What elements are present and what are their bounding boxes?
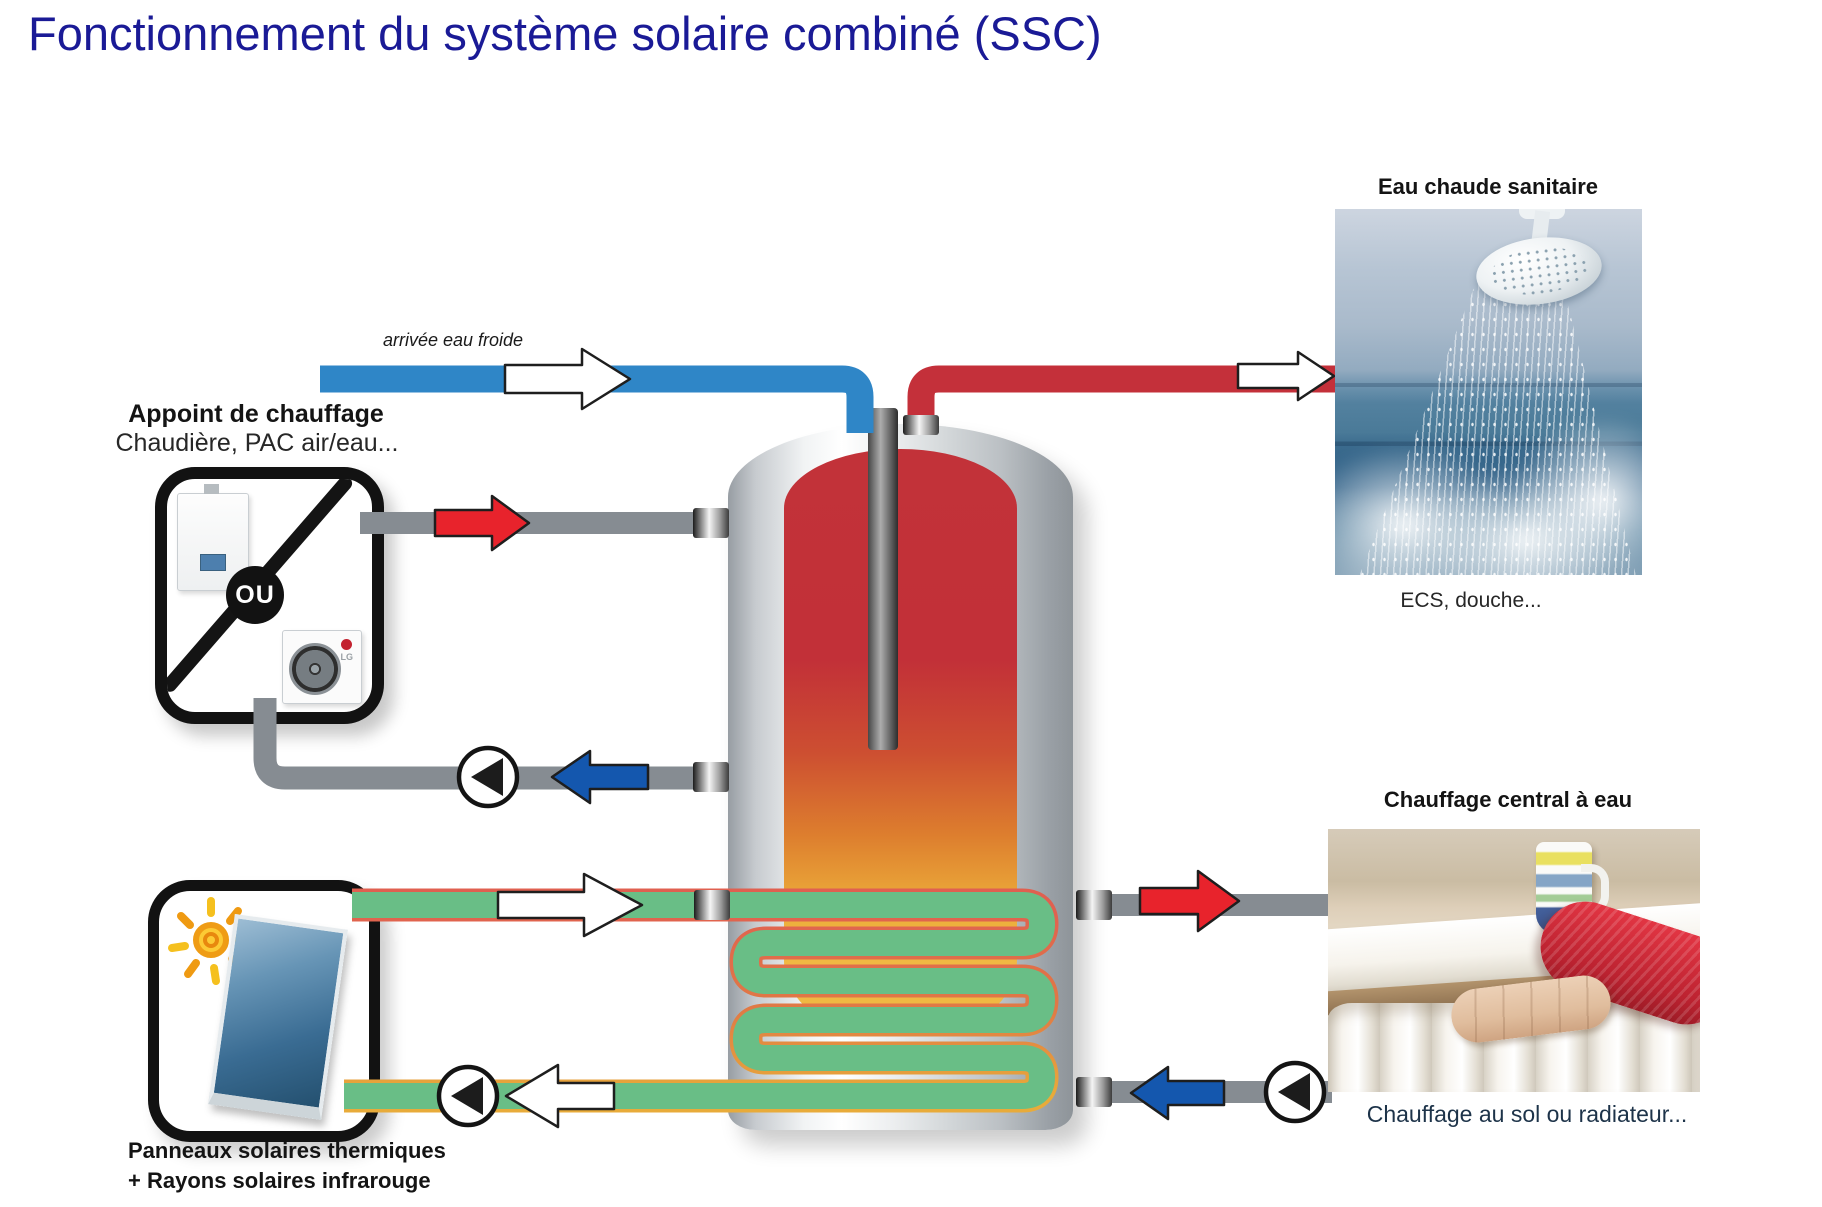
boiler-pump-icon xyxy=(456,745,520,809)
hot-water-collar xyxy=(903,415,939,435)
solar-pump-icon xyxy=(436,1064,500,1128)
solar-label-line2: + Rayons solaires infrarouge xyxy=(128,1168,431,1193)
or-badge: OU xyxy=(226,566,284,624)
heating-return-flow-arrow-icon xyxy=(1129,1065,1226,1121)
aux-heating-box: LG OU xyxy=(155,467,384,724)
dhw-flow-arrow-icon xyxy=(1236,350,1336,402)
lg-logo-text: LG xyxy=(340,652,354,662)
lg-logo-icon xyxy=(341,639,352,650)
dip-tube xyxy=(868,408,898,750)
solar-return-flow-arrow-icon xyxy=(504,1063,616,1129)
aux-heating-title: Appoint de chauffage xyxy=(128,400,384,428)
solar-label-line1: Panneaux solaires thermiques xyxy=(128,1138,446,1163)
solar-panel-box xyxy=(148,880,380,1142)
tank-fitting xyxy=(1076,1077,1112,1107)
shower-photo xyxy=(1335,209,1642,575)
tank-fitting xyxy=(1076,890,1112,920)
cold-water-label: arrivée eau froide xyxy=(382,330,524,350)
radiator-photo xyxy=(1328,829,1700,1092)
page-title: Fonctionnement du système solaire combin… xyxy=(28,7,1102,60)
steam-icon xyxy=(1512,415,1642,575)
dhw-caption: ECS, douche... xyxy=(1400,589,1542,612)
solar-supply-flow-arrow-icon xyxy=(496,872,644,938)
tank-fitting xyxy=(693,762,729,792)
boiler-supply-flow-arrow-icon xyxy=(433,494,531,552)
boiler-display-icon xyxy=(200,554,226,571)
cold-water-flow-arrow-icon xyxy=(503,347,632,411)
heating-pump-icon xyxy=(1263,1060,1327,1124)
solar-loop-pipe xyxy=(344,888,1059,1113)
solar-coil xyxy=(344,892,1055,1109)
hot-water-pipe xyxy=(907,365,1336,433)
central-heating-caption: Chauffage au sol ou radiateur... xyxy=(1366,1101,1688,1127)
heat-pump-image: LG xyxy=(282,630,362,704)
tank-fitting xyxy=(693,508,729,538)
fan-icon xyxy=(289,643,341,695)
boiler-return-flow-arrow-icon xyxy=(550,749,650,805)
tank-fitting xyxy=(694,890,730,920)
cold-water-pipe xyxy=(320,365,874,433)
boiler-return-pipe xyxy=(253,698,712,790)
aux-heating-subtitle: Chaudière, PAC air/eau... xyxy=(115,429,399,457)
heating-supply-flow-arrow-icon xyxy=(1138,869,1241,933)
dhw-title: Eau chaude sanitaire xyxy=(1377,174,1599,199)
central-heating-title: Chauffage central à eau xyxy=(1383,787,1633,812)
